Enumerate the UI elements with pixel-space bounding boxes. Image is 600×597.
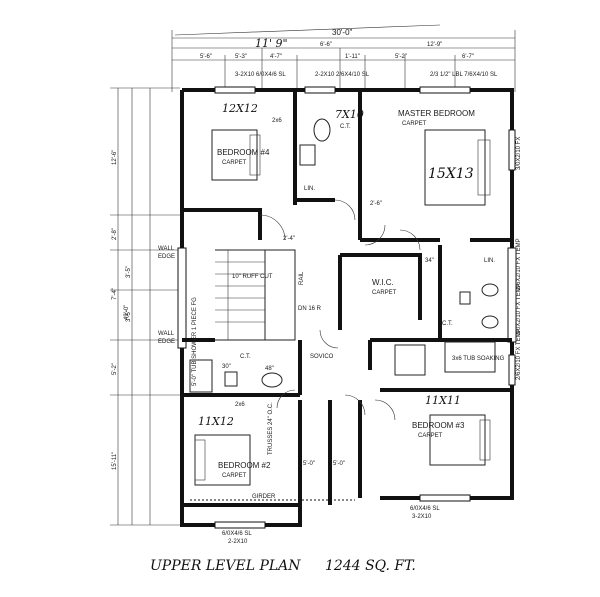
left-dim-3: 3'-5" [126,266,132,278]
closet-dim-1: 5'-0" [303,461,315,467]
lin1-label: LIN. [304,186,315,192]
dim-26-hall: 2'-6" [370,201,382,207]
ct-master-bath: C.T. [442,321,453,327]
bottom-note-3: 6/0X4/6 SL [410,506,440,512]
left-dim-7: 15'-11" [112,452,118,470]
rail-label: RAIL [299,271,305,285]
dn-label: DN 16 R [298,306,322,312]
right-note-1: 3/0X2/10 FX [516,137,522,170]
trusses-label: TRUSSES 24" O.C. [268,402,274,455]
bedroom4-name: BEDROOM #4 [217,148,270,157]
right-note-2: 2/6X2/10 FX TEMP [516,238,522,290]
bedroom4-size: 12X12 [222,102,258,115]
windows [214,86,516,529]
top-note-2: 2-2X10 2/6X4/10 SL [315,72,370,78]
overall-depth-dim: 49'-0" [124,305,130,320]
wic-name: W.I.C. [372,278,394,287]
bath1-ceiling: C.T. [340,124,351,130]
lin2-label: LIN. [484,258,495,264]
bedroom4-floor: CARPET [222,160,247,166]
bedroom3-name: BEDROOM #3 [412,421,465,430]
bottom-note-1: 6/0X4/6 SL [222,531,252,537]
overall-width-dim: 30'-0" [332,28,353,37]
top-dimension-lines [171,24,516,92]
wall-label-2: WALL [158,331,175,337]
ct-hall-bath: C.T. [240,354,251,360]
door-swings [259,199,421,421]
dim-24-hall: 2'-4" [283,236,295,242]
top-note-3: 2/3 1/2" LBL 7/6X4/10 SL [430,72,498,78]
girder-label: GIRDER [252,494,276,500]
bottom-note-4: 3-2X10 [412,514,432,520]
top-dim-8: 12'-9" [427,42,442,48]
soaking-label: 3x6 TUB SOAKING [452,356,505,362]
plan-title: UPPER LEVEL PLAN [150,558,301,574]
top-note-1: 3-2X10 6/0X4/6 SL [235,72,286,78]
top-dim-6: 5'-2" [395,54,407,60]
master-floor: CARPET [402,121,427,127]
tub-label: 5'-0" TUB SHOWER 1 PIECE FG [192,297,198,386]
right-note-3: 3/0X2/10 FX TEMP [516,283,522,335]
width-handwritten: 11' 9" [255,37,288,50]
closet-dim-2: 5'-0" [333,461,345,467]
top-dim-2: 5'-3" [235,54,247,60]
top-dim-3: 4'-7" [270,54,282,60]
top-dim-7: 6'-7" [462,54,474,60]
left-dim-6: 5'-2" [112,363,118,375]
plan-area: 1244 SQ. FT. [325,558,416,574]
fixtures [189,118,499,393]
left-dim-5: 3'-5" [126,310,132,322]
dim-30: 30" [222,364,231,370]
stair-treads [215,250,266,340]
master-name: MASTER BEDROOM [398,109,475,118]
right-note-4: 2/6X2/10 FX TEMP [516,328,522,380]
bedroom2-floor: CARPET [222,473,247,479]
bedroom2-name: BEDROOM #2 [218,461,271,470]
stair-label: 10" RUFF CUT [232,274,273,280]
master-size: 15X13 [428,166,474,182]
top-dim-5: 1'-11" [345,54,360,60]
top-dim-1: 5'-6" [200,54,212,60]
bottom-note-2: 2-2X10 [228,539,248,545]
dim-48: 48" [265,366,274,372]
wic-floor: CARPET [372,290,397,296]
left-dim-2: 2'-8" [112,228,118,240]
bedroom2-size: 11X12 [198,415,234,428]
dim-2x6-top: 2x6 [272,118,282,124]
left-dim-1: 12'-6" [112,150,118,165]
bedroom3-floor: CARPET [418,433,443,439]
bedroom3-size: 11X11 [425,394,461,407]
dim-34: 34" [425,258,434,264]
hall-floor: SOVICO [310,354,334,360]
beds [194,129,491,486]
left-dim-4: 7'-4" [112,288,118,300]
wall-label-1: WALL [158,246,175,252]
edge-label-2: EDGE [158,339,175,345]
dim-2x6-hall: 2x6 [235,402,245,408]
interior-walls [182,90,512,507]
left-dimension-lines [110,87,180,526]
bath1-size: 7X10 [335,108,364,121]
edge-label-1: EDGE [158,254,175,260]
top-dim-4: 6'-6" [320,42,332,48]
